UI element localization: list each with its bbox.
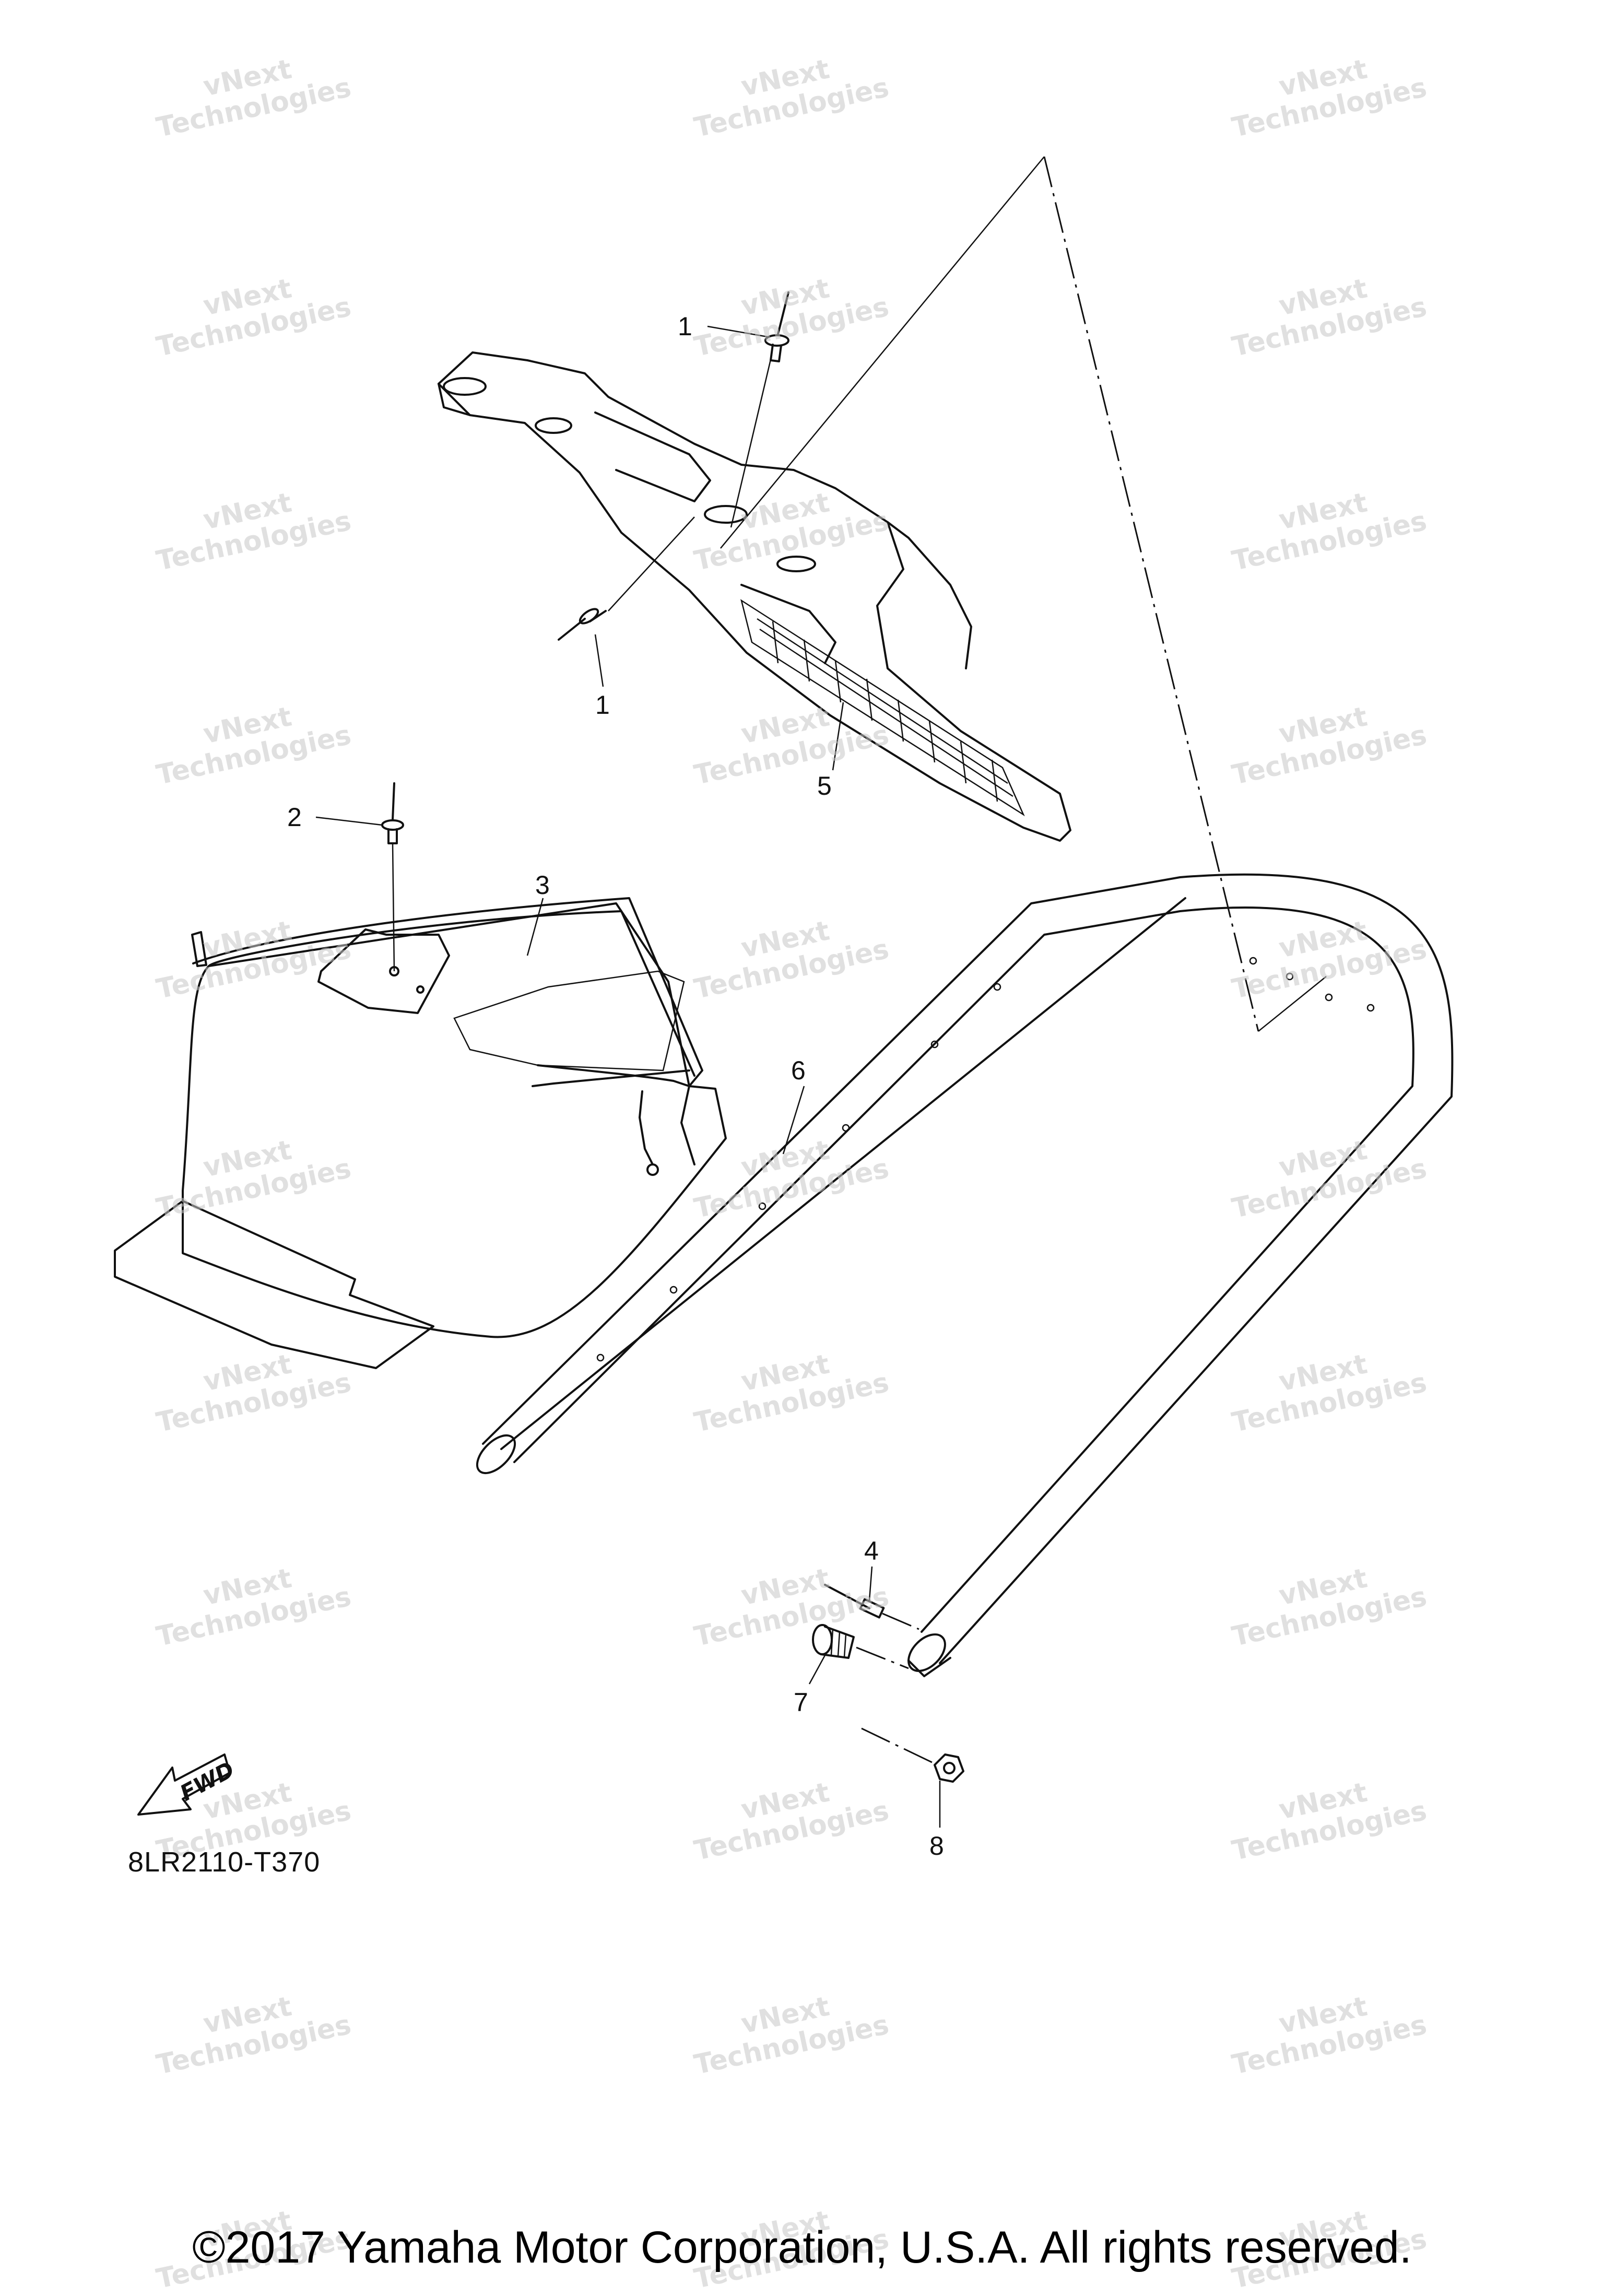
callout-4: 4 [864, 1536, 879, 1565]
callout-7: 7 [794, 1688, 808, 1717]
part-8-nut [934, 1753, 964, 1783]
rivet-2 [381, 782, 404, 844]
ref-line-4 [882, 1612, 919, 1630]
leader-1-lower [594, 634, 604, 687]
leader-7 [808, 1655, 826, 1685]
leader-3 [526, 898, 544, 956]
leader-2 [315, 816, 383, 826]
leader-6 [782, 1086, 805, 1155]
callout-3: 3 [535, 870, 550, 900]
callout-1-lower: 1 [595, 690, 610, 720]
part-7-bolt [812, 1624, 855, 1659]
leader-1-upper [707, 325, 768, 338]
leader-2-axis [392, 843, 395, 972]
leader-4 [868, 1566, 873, 1601]
callout-1-upper: 1 [678, 312, 692, 341]
diagram-code: 8LR2110-T370 [128, 1846, 321, 1878]
callout-6: 6 [791, 1056, 806, 1085]
ref-line-1 [720, 156, 1045, 549]
rivet-1-upper [764, 291, 789, 362]
part-5-guard [438, 351, 1071, 842]
part-4-pin [824, 1584, 885, 1619]
leader-1-lower-axis [608, 516, 695, 611]
leader-1-upper-axis [730, 355, 773, 528]
callout-5: 5 [817, 771, 832, 800]
copyright-notice: ©2017 Yamaha Motor Corporation, U.S.A. A… [192, 2222, 1412, 2273]
part-3-bag [114, 897, 727, 1369]
callout-8: 8 [929, 1831, 944, 1861]
ref-line-2 [1043, 156, 1259, 1032]
callout-2: 2 [287, 803, 302, 832]
part-6-frame-tube [476, 873, 1454, 1677]
ref-line-6 [861, 1727, 933, 1763]
rivet-1-lower [558, 608, 607, 641]
leader-5 [832, 702, 844, 771]
ref-line-3 [1258, 976, 1327, 1032]
ref-line-5 [856, 1646, 909, 1669]
frame-holes [596, 957, 1375, 1362]
